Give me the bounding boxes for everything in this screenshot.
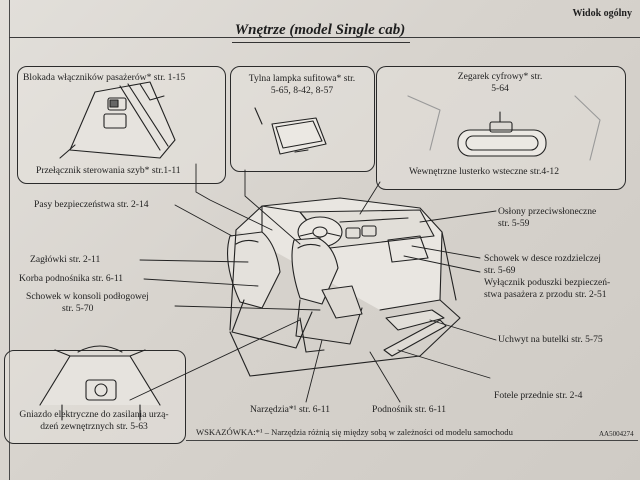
label-console-box-2: str. 5-70 xyxy=(62,303,94,314)
window-switch-illustration xyxy=(59,81,176,159)
section-label: Widok ogólny xyxy=(572,8,632,19)
label-jack-crank: Korba podnośnika str. 6-11 xyxy=(19,273,124,284)
page-title: Wnętrze (model Single cab) xyxy=(234,22,406,38)
label-window-lock: Blokada włączników pasażerów* str. 1-15 xyxy=(23,72,186,83)
inset-clock-mirror xyxy=(376,66,626,190)
label-rear-lamp-1: Tylna lampka sufitowa* str. xyxy=(248,73,356,84)
label-airbag-switch-2: stwa pasażera z przodu str. 2-51 xyxy=(484,289,607,300)
label-mirror: Wewnętrzne lusterko wsteczne str.4-12 xyxy=(409,166,560,177)
label-power-socket-1: Gniazdo elektryczne do zasilania urzą- xyxy=(19,409,169,420)
label-dash-box-1: Schowek w desce rozdzielczej xyxy=(484,253,601,264)
mirror-illustration xyxy=(407,95,601,161)
label-sun-visors-2: str. 5-59 xyxy=(498,218,530,229)
label-headrests: Zagłówki str. 2-11 xyxy=(30,254,101,265)
title-underline xyxy=(232,42,410,43)
label-seat-belts: Pasy bezpieczeństwa str. 2-14 xyxy=(34,199,149,210)
label-window-switch: Przełącznik sterowania szyb* str.1-11 xyxy=(36,165,181,176)
label-rear-lamp-2: 5-65, 8-42, 8-57 xyxy=(270,85,334,96)
label-dash-box-2: str. 5-69 xyxy=(484,265,516,276)
label-digital-clock-2: 5-64 xyxy=(491,83,509,94)
label-power-socket-2: dzeń zewnętrznych str. 5-63 xyxy=(40,421,148,432)
label-sun-visors-1: Osłony przeciwsłoneczne xyxy=(498,206,597,217)
inset-rear-lamp xyxy=(230,66,375,172)
label-bottle-holder: Uchwyt na butelki str. 5-75 xyxy=(498,334,603,345)
label-digital-clock-1: Zegarek cyfrowy* str. xyxy=(457,71,543,82)
header-rule xyxy=(9,37,640,38)
page-margin-rule xyxy=(9,0,10,480)
label-airbag-switch-1: Wyłącznik poduszki bezpieczeń- xyxy=(484,277,611,288)
label-tools: Narzędzia*¹ str. 6-11 xyxy=(250,404,331,415)
label-jack: Podnośnik str. 6-11 xyxy=(372,404,447,415)
cab-interior-illustration xyxy=(227,197,461,377)
label-front-seats: Fotele przednie str. 2-4 xyxy=(494,390,583,401)
footnote: WSKAZÓWKA:*¹ – Narzędzia różnią się międ… xyxy=(196,427,513,437)
figure-code: AA5004274 xyxy=(599,430,634,438)
rear-lamp-illustration xyxy=(254,107,327,155)
leader-lines xyxy=(129,163,497,403)
power-socket-illustration xyxy=(39,345,161,421)
footer-rule xyxy=(186,440,638,441)
label-console-box-1: Schowek w konsoli podłogowej xyxy=(26,291,149,302)
